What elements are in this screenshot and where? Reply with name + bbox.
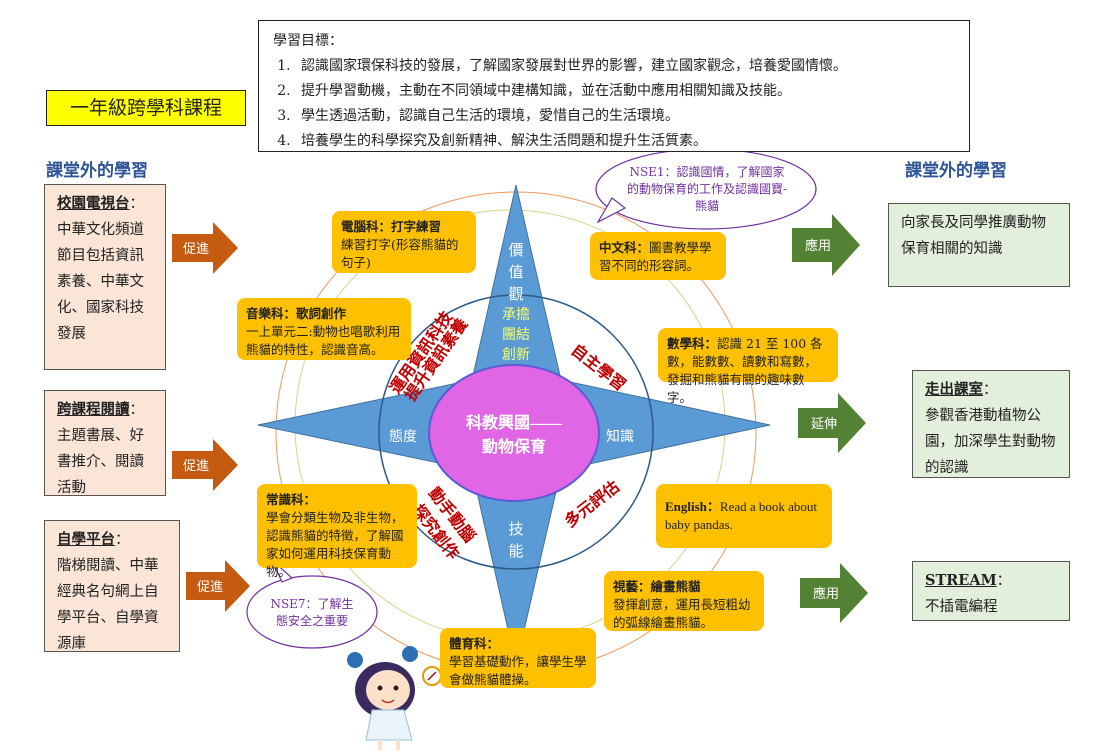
music-subject-box: 音樂科：歌詞創作 一上單元二:動物也唱歌利用熊貓的特性，認識音高。 xyxy=(237,298,411,360)
south-char-1: 技 xyxy=(508,521,523,538)
go-out-body: 參觀香港動植物公園，加深學生對動物的認識 xyxy=(925,408,1056,476)
girl-illustration xyxy=(347,646,442,750)
chinese-subject-box: 中文科：圖書教學學習不同的形容詞。 xyxy=(590,232,726,280)
compass-ring xyxy=(378,294,654,570)
left-heading: 課堂外的學習 xyxy=(46,161,148,181)
gs-subject-box: 常識科： 學會分類生物及非生物，認識熊貓的特徵，了解國家如何運用科技保育動物。 xyxy=(257,484,417,579)
campus-tv-body: 中華文化頻道節目包括資訊素養、中華文化、國家科技發展 xyxy=(57,222,144,342)
goal-item: 學生透過活動，認識自己生活的環境，愛惜自己的生活環境。 xyxy=(295,104,955,129)
north-char-1: 價 xyxy=(508,242,523,259)
learning-goals-box: 學習目標： 認識國家環保科技的發展，了解國家發展對世界的影響，建立國家觀念，培養… xyxy=(258,20,970,152)
goals-list: 認識國家環保科技的發展，了解國家發展對世界的影響，建立國家觀念，培養愛國情懷。 … xyxy=(273,54,955,154)
go-out-head: 走出課室 xyxy=(925,381,983,398)
center-title-2: 動物保育 xyxy=(482,437,546,456)
pe-head: 體育科： xyxy=(449,636,500,651)
music-body: 一上單元二:動物也唱歌利用熊貓的特性，認識音高。 xyxy=(246,324,401,357)
nse7-text: NSE7：了解生態安全之重要 xyxy=(270,597,354,628)
svg-text:促進: 促進 xyxy=(197,579,223,594)
stream-head: STREAM xyxy=(925,572,997,589)
stream-colon: ： xyxy=(996,573,1012,589)
campus-tv-head: 校園電視台 xyxy=(57,195,130,212)
campus-tv-box: 校園電視台： 中華文化頻道節目包括資訊素養、中華文化、國家科技發展 xyxy=(44,184,166,370)
goal-item: 認識國家環保科技的發展，了解國家發展對世界的影響，建立國家觀念，培養愛國情懷。 xyxy=(295,54,955,79)
english-body: Read a book about baby pandas. xyxy=(665,499,818,532)
promote-box: 向家長及同學推廣動物保育相關的知識 xyxy=(888,203,1070,287)
chinese-head: 中文科： xyxy=(599,240,650,255)
nse1-text: NSE1：認識國情，了解國家的動物保育的工作及認識國寶-熊貓 xyxy=(626,165,788,213)
svg-text:應用: 應用 xyxy=(813,586,839,601)
stream-body: 不插電編程 xyxy=(925,599,998,615)
center-title-1: 科教興國—— xyxy=(466,413,563,432)
pe-subject-box: 體育科： 學習基礎動作，讓學生學會做熊貓體操。 xyxy=(440,628,596,688)
center-circle xyxy=(428,364,600,502)
cross-reading-box: 跨課程閱讀： 主題書展、好書推介、閱讀活動 xyxy=(44,390,166,496)
promote-body: 向家長及同學推廣動物保育相關的知識 xyxy=(901,215,1046,257)
computer-body: 練習打字(形容熊貓的句子) xyxy=(341,237,459,270)
cross-reading-head: 跨課程閱讀 xyxy=(57,401,130,418)
right-arrow-1: 應用 xyxy=(792,214,860,276)
goal-item: 提升學習動機，主動在不同領域中建構知識，並在活動中應用相關知識及技能。 xyxy=(295,79,955,104)
self-learning-head: 自學平台 xyxy=(57,531,115,548)
pe-body: 學習基礎動作，讓學生學會做熊貓體操。 xyxy=(449,654,587,687)
chinese-body: 圖書教學學習不同的形容詞。 xyxy=(599,240,712,273)
svg-text:促進: 促進 xyxy=(183,458,209,473)
right-arrow-2: 延伸 xyxy=(798,393,866,453)
math-subject-box: 數學科：認識 21 至 100 各數，能數數、讀數和寫數，發掘和熊貓有關的趣味數… xyxy=(658,328,838,405)
left-arrow-2: 促進 xyxy=(172,439,238,491)
svg-text:應用: 應用 xyxy=(805,238,831,253)
left-arrow-1: 促進 xyxy=(172,222,238,274)
north-sub-1: 承擔 xyxy=(502,307,530,323)
campus-tv-colon: ： xyxy=(129,196,145,212)
right-heading: 課堂外的學習 xyxy=(905,161,1007,181)
east-label: 知識 xyxy=(606,428,634,445)
gs-head: 常識科： xyxy=(266,492,317,507)
svg-text:延伸: 延伸 xyxy=(811,416,837,431)
computer-head: 電腦科：打字練習 xyxy=(341,219,442,234)
svg-text:促進: 促進 xyxy=(183,241,209,256)
north-char-2: 值 xyxy=(508,264,523,281)
cross-reading-body: 主題書展、好書推介、閱讀活動 xyxy=(57,428,144,496)
music-head: 音樂科：歌詞創作 xyxy=(246,306,347,321)
page-title: 一年級跨學科課程 xyxy=(46,90,246,126)
cross-reading-colon: ： xyxy=(129,402,145,418)
north-char-3: 觀 xyxy=(508,286,523,303)
north-sub-2: 團結 xyxy=(502,327,530,343)
english-head: English： xyxy=(665,499,720,514)
goals-heading: 學習目標： xyxy=(273,33,343,49)
art-body: 發揮創意，運用長短粗幼的弧線繪畫熊貓。 xyxy=(613,597,751,630)
math-head: 數學科： xyxy=(667,336,718,351)
goal-item: 培養學生的科學探究及創新精神、解決生活問題和提升生活質素。 xyxy=(295,129,955,154)
west-label: 態度 xyxy=(389,429,417,445)
gs-body: 學會分類生物及非生物，認識熊貓的特徵，了解國家如何運用科技保育動物。 xyxy=(266,510,404,579)
north-sub-3: 創新 xyxy=(502,347,530,363)
self-learning-box: 自學平台： 階梯閱讀、中華經典名句網上自學平台、自學資源庫 xyxy=(44,520,180,652)
english-subject-box: English：Read a book about baby pandas. xyxy=(656,484,832,548)
math-body: 認識 21 至 100 各數，能數數、讀數和寫數，發掘和熊貓有關的趣味數字。 xyxy=(667,336,823,405)
right-arrow-3: 應用 xyxy=(800,563,868,623)
art-subject-box: 視藝：繪畫熊貓 發揮創意，運用長短粗幼的弧線繪畫熊貓。 xyxy=(604,571,764,631)
self-learning-body: 階梯閱讀、中華經典名句網上自學平台、自學資源庫 xyxy=(57,558,159,652)
go-out-box: 走出課室： 參觀香港動植物公園，加深學生對動物的認識 xyxy=(912,370,1070,478)
stream-box: STREAM： 不插電編程 xyxy=(912,561,1070,621)
self-learning-colon: ： xyxy=(115,532,130,548)
go-out-colon: ： xyxy=(983,382,998,398)
south-char-2: 能 xyxy=(508,543,523,560)
left-arrow-3: 促進 xyxy=(186,560,250,612)
art-head: 視藝：繪畫熊貓 xyxy=(613,579,701,594)
computer-subject-box: 電腦科：打字練習 練習打字(形容熊貓的句子) xyxy=(332,211,476,273)
